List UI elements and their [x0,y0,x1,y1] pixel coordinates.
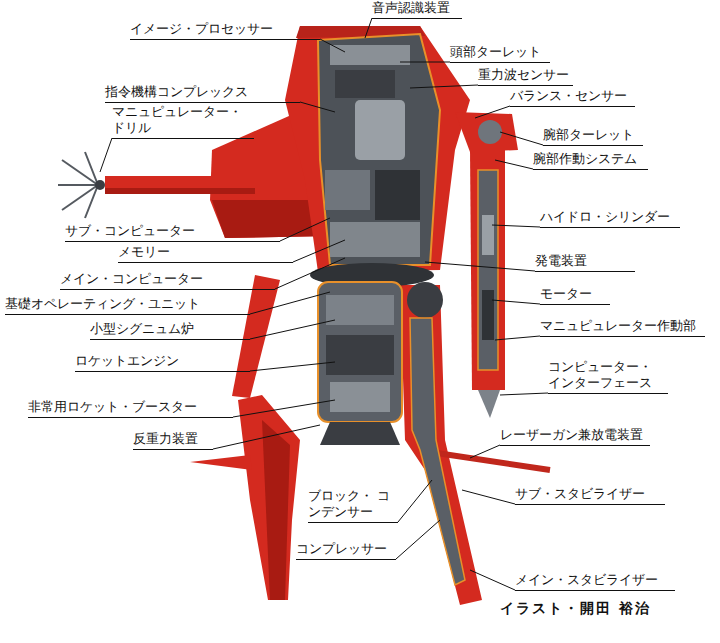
leader-line-part [495,160,533,169]
cutaway-machinery-part [95,180,105,190]
cutaway-machinery-part [355,100,405,160]
part-label: モーター [540,286,610,305]
cutaway-machinery-part [326,295,394,325]
cutaway-machinery-part [320,422,400,445]
leader-line-part [250,292,330,314]
leader-line-part [470,445,500,458]
part-label: ロケットエンジン [75,353,250,372]
part-label: マニュピュレーター作動部 [540,318,705,337]
part-label: サブ・コンピューター [65,223,280,242]
robot-body-part [400,285,482,605]
robot-body-part [262,420,290,600]
part-label: 音声認識装置 [372,0,462,19]
part-label: バランス・センサー [510,88,635,107]
cutaway-machinery-part [335,70,395,98]
robot-body-part [285,26,470,272]
robot-body-part [105,176,255,194]
cutaway-machinery-part [482,215,494,255]
part-label: レーザーガン兼放電装置 [500,427,650,446]
leader-line-part [470,570,515,590]
cutaway-machinery-part [330,222,420,257]
part-label: 腕部ターレット [543,127,643,146]
leader-line-part [492,225,540,227]
leader-line-part [475,106,510,118]
cutaway-machinery-part [478,120,502,144]
leader-line-part [500,393,548,395]
leader-line-part [410,85,478,88]
leader-line-part [365,18,372,38]
cutaway-machinery-part [326,335,394,375]
cutaway-machinery-part [58,184,98,186]
part-label: メモリー [118,244,293,263]
cutaway-machinery-part [330,382,390,412]
part-label: 指令機構コンプレックス [105,84,300,103]
robot-body-part [232,275,280,398]
leader-line-part [233,400,335,417]
leader-line-part [100,138,112,172]
cutaway-machinery-part [478,390,500,418]
leader-line-part [462,490,515,504]
leader-line-part [293,240,345,262]
leader-line-part [300,102,335,112]
credit-text: イラスト・開田 裕治 [500,600,700,618]
leader-line-part [250,362,335,371]
cutaway-machinery-part [330,45,410,65]
part-label: コンプレッサー [296,541,396,560]
leader-line-part [495,336,540,340]
part-label: 腕部作動システム [533,151,648,170]
leader-line-part [400,62,450,63]
part-label: 小型シグニュム炉 [90,321,250,340]
robot-body [105,26,550,605]
part-label: 頭部ターレット [450,44,550,63]
robot-body-part [105,188,255,194]
robot-body-part [238,395,300,600]
leader-line-part [500,132,543,145]
part-label: ハイドロ・シリンダー [540,209,680,228]
part-label: ブロック・ コンデンサー [308,488,398,523]
leader-line-part [250,320,335,339]
part-label: メイン・コンピューター [60,271,275,290]
cutaway-machinery-part [85,152,98,185]
robot-body-part [190,455,252,470]
leader-line-part [213,425,320,449]
part-label: 発電装置 [535,253,635,272]
part-label: イメージ・プロセッサー [130,21,320,40]
part-label: マニュピュレーター・ ドリル [112,104,254,139]
part-label: 重力波センサー [478,67,573,86]
robot-body-part [430,452,550,470]
part-label: 非常用ロケット・ブースター [28,399,233,418]
cutaway-machinery-part [85,185,98,218]
leader-line-part [396,520,440,559]
part-label: コンピューター・ インターフェース [548,359,668,394]
robot-body-part [455,112,518,152]
cutaway-machinery-part [325,170,370,210]
leader-line-part [425,262,535,271]
leader-line-part [280,218,330,241]
robot-body-part [470,150,505,390]
leader-line-part [492,300,540,304]
cutaway-machinery-part [407,282,443,318]
leader-line-part [398,480,432,522]
cutaway-machinery-part [482,290,494,340]
part-label: サブ・スタビライザー [515,486,665,505]
part-label: 基礎オペレーティング・ユニット [5,296,250,315]
cutaway-machinery-part [410,318,465,585]
cutaway-machinery-part [375,170,420,220]
cutaway-machinery-part [318,34,440,265]
part-label: メイン・スタビライザー [515,572,675,591]
part-label: 反重力装置 [133,431,213,450]
leader-line-part [320,39,345,52]
